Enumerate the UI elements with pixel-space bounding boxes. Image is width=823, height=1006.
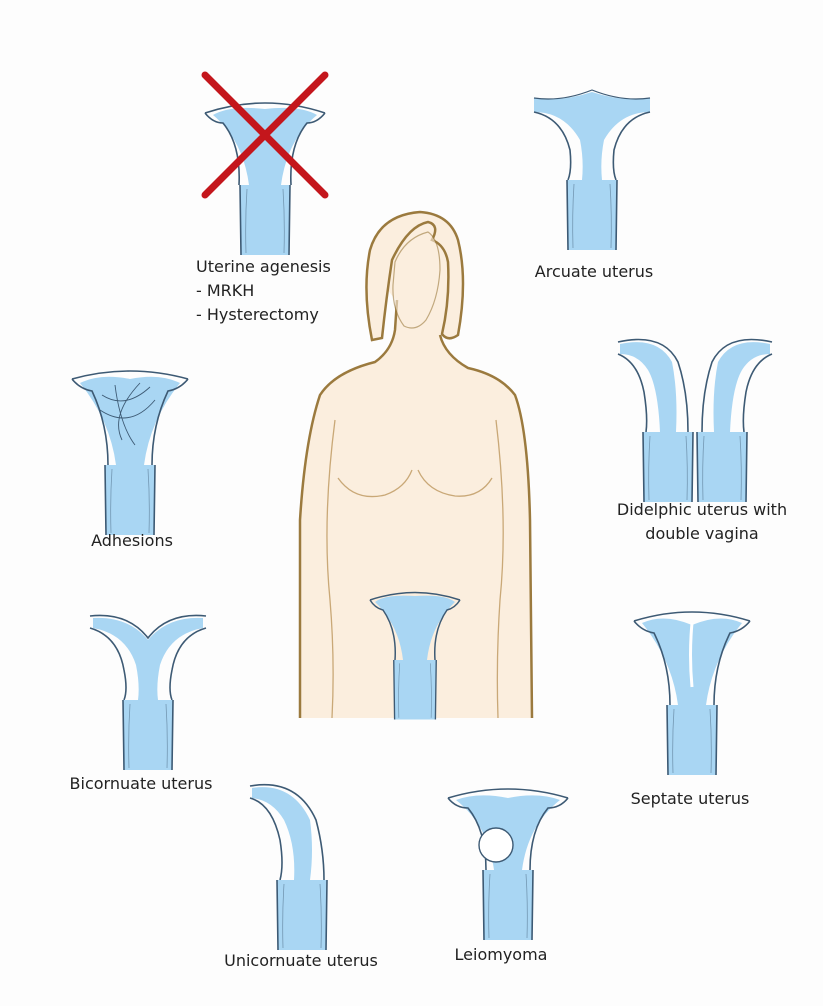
leiomyoma-label: Leiomyoma (455, 943, 548, 967)
adhesions-label: Adhesions (91, 529, 173, 553)
unicornuate-uterus-icon (250, 785, 327, 950)
agenesis-label: Uterine agenesis - MRKH - Hysterectomy (196, 255, 331, 327)
bicornuate-uterus-icon (90, 615, 206, 770)
didelphic-line-2: double vagina (617, 522, 787, 546)
septate-uterus-icon (634, 612, 750, 775)
didelphic-line-1: Didelphic uterus with (617, 498, 787, 522)
didelphic-label: Didelphic uterus with double vagina (617, 498, 787, 546)
bicornuate-label: Bicornuate uterus (70, 772, 213, 796)
unicornuate-label: Unicornuate uterus (224, 949, 378, 973)
didelphic-uterus-icon (618, 340, 772, 503)
leiomyoma-uterus-icon (448, 789, 568, 940)
arcuate-label: Arcuate uterus (535, 260, 653, 284)
septate-label: Septate uterus (631, 787, 750, 811)
agenesis-title: Uterine agenesis (196, 255, 331, 279)
arcuate-uterus-icon (534, 90, 650, 250)
adhesions-uterus-icon (72, 371, 188, 535)
agenesis-cause-2: - Hysterectomy (196, 303, 331, 327)
agenesis-cause-1: - MRKH (196, 279, 331, 303)
